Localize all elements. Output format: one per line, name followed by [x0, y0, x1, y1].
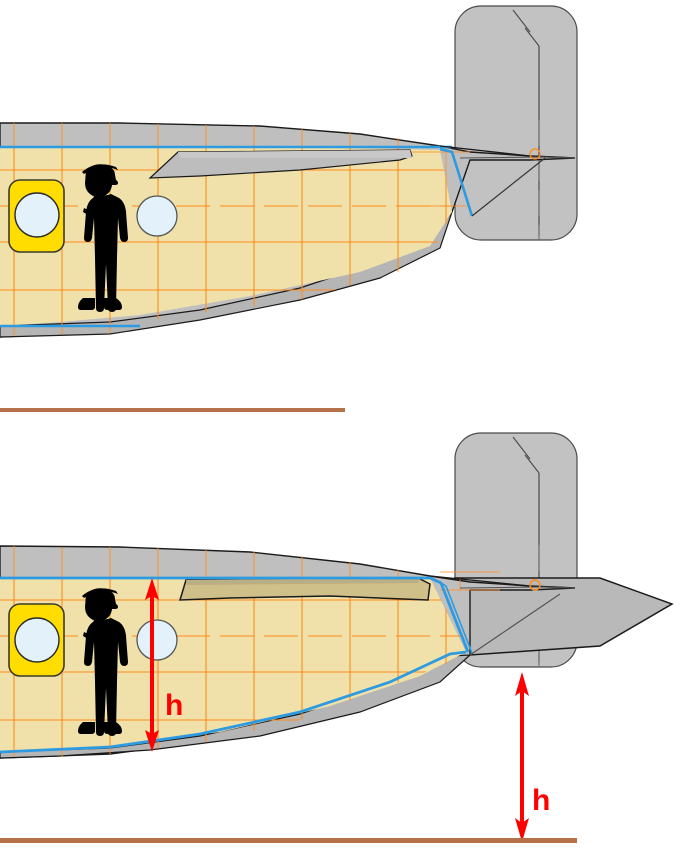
deck-height-arrowhead-top — [145, 578, 159, 600]
plan-view-crease-right — [524, 454, 540, 474]
lower-bow-thruster-circle — [529, 579, 541, 591]
upper-bulkhead-line — [439, 147, 474, 217]
upper-hull-section — [0, 5, 578, 338]
emergency-window-glass — [14, 192, 60, 238]
lower-inner-deck-top — [186, 578, 419, 585]
upper-stem-line — [459, 156, 576, 159]
lower-hull-section: h h — [0, 432, 674, 842]
deck-height-label: h — [165, 689, 183, 722]
lower-baseline — [0, 838, 577, 843]
lower-bulkhead-line-inner — [435, 579, 473, 654]
upper-porthole — [136, 195, 178, 237]
plan-view-outline — [454, 5, 578, 241]
upper-scale-figure — [78, 164, 128, 312]
lower-emergency-window — [8, 603, 65, 677]
freeboard-dimension: h — [515, 672, 550, 842]
freeboard-arrowhead-bottom — [515, 818, 529, 842]
lower-frame-grid-shell — [13, 546, 500, 757]
upper-plan-view-block — [454, 5, 578, 241]
upper-forefoot-line — [471, 157, 546, 217]
upper-bow-thruster-circle — [529, 148, 541, 160]
plan-view-crease-right — [524, 27, 540, 47]
deck-height-arrowhead-bottom — [145, 730, 159, 752]
lower-forefoot-line — [469, 593, 561, 656]
upper-hull-bottom-band — [0, 211, 453, 338]
upper-inner-deck-top — [178, 150, 412, 158]
lower-porthole — [136, 619, 178, 661]
lower-scale-figure — [78, 588, 128, 736]
upper-baseline — [0, 408, 345, 412]
upper-emergency-window — [8, 179, 65, 253]
plan-view-crease-left — [512, 436, 531, 460]
freeboard-label: h — [532, 784, 550, 817]
plan-view-crease-left — [512, 9, 531, 33]
lower-bottom-chine-line — [0, 650, 467, 754]
deck-height-dimension: h — [145, 578, 183, 752]
freeboard-arrowhead-top — [515, 672, 529, 696]
emergency-window-glass — [14, 617, 60, 663]
